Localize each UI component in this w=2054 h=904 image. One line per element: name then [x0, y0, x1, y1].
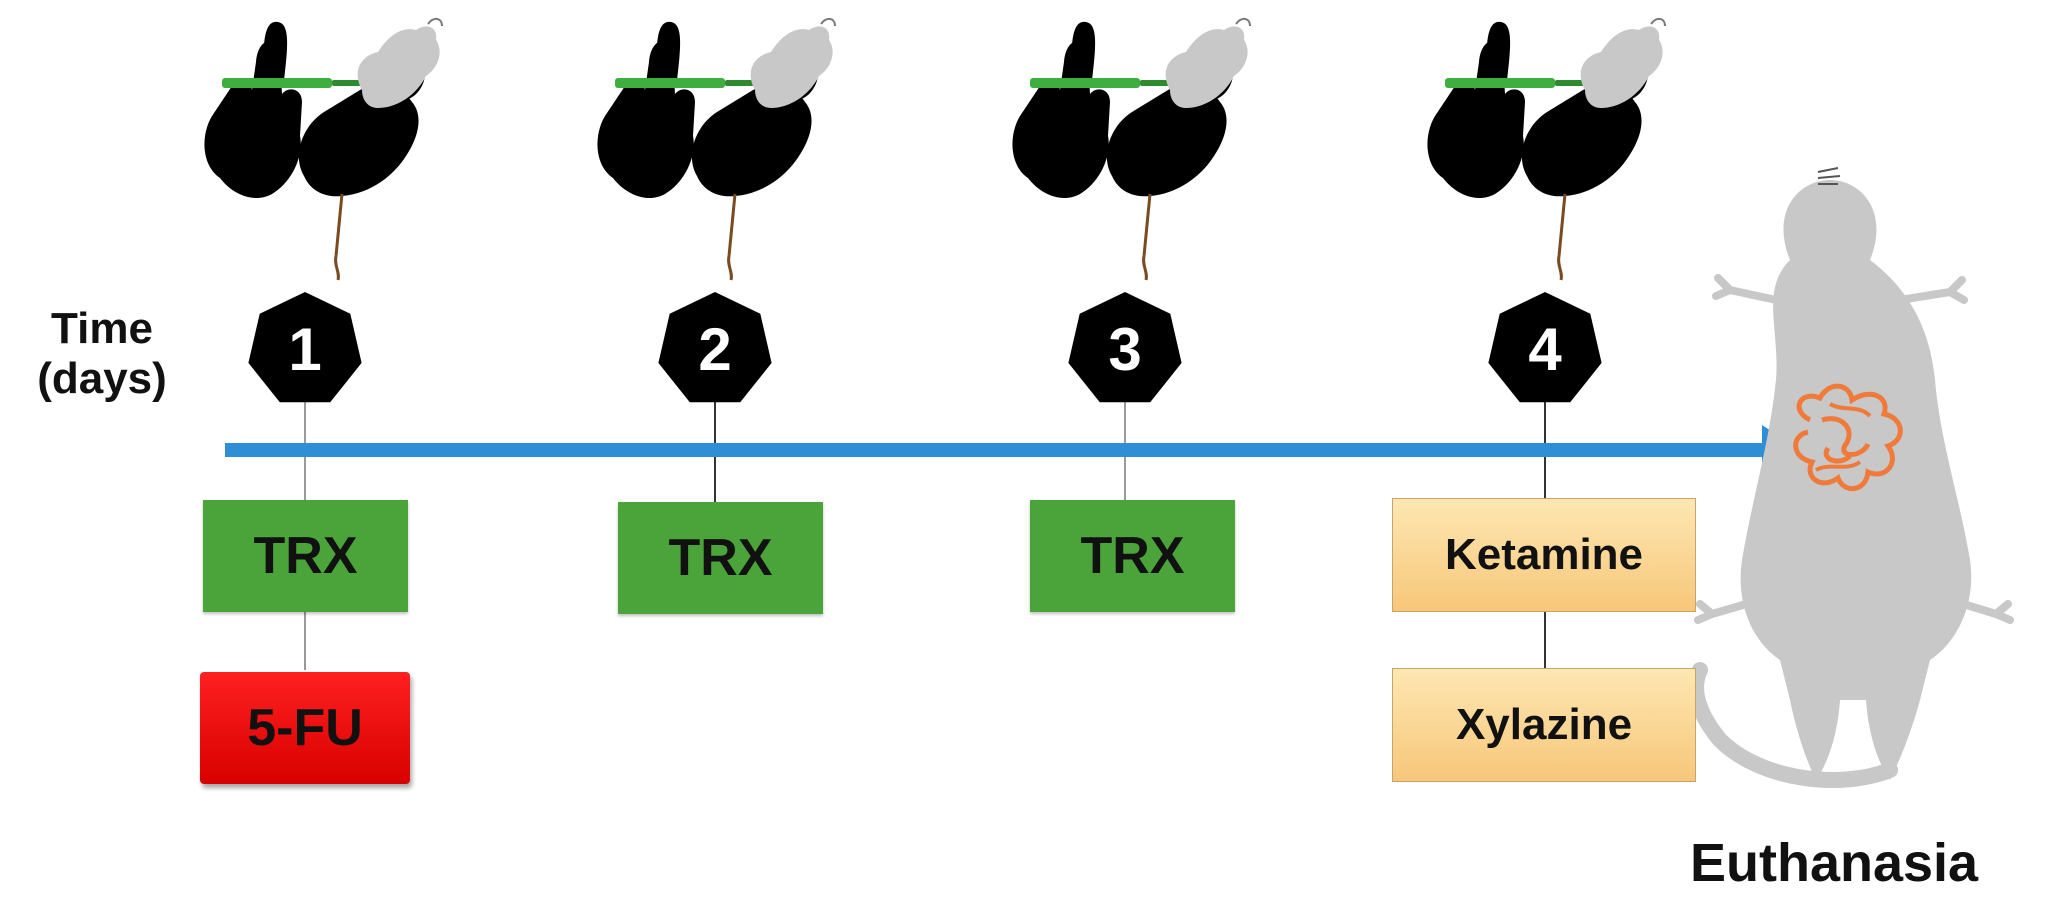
day-number-3: 3	[1108, 316, 1142, 383]
treatment-box-5fu-day-1: 5-FU	[200, 672, 410, 784]
injection-icon-day-1	[202, 17, 444, 282]
treatment-box-ketamine-day-4: Ketamine	[1392, 498, 1696, 612]
injection-icon-day-4	[1425, 17, 1667, 282]
endpoint-label: Euthanasia	[1690, 833, 1979, 893]
day-number-4: 4	[1528, 316, 1562, 383]
treatment-box-xylazine-day-4: Xylazine	[1392, 668, 1696, 782]
mouse-with-intestine-icon	[1688, 167, 2014, 788]
treatment-box-trx-day-1: TRX	[203, 500, 408, 612]
treatment-box-trx-day-2: TRX	[618, 502, 823, 614]
day-number-1: 1	[288, 316, 322, 383]
day-number-2: 2	[698, 316, 732, 383]
time-axis-label: Time (days)	[22, 304, 182, 404]
injection-icon-day-3	[1010, 17, 1252, 282]
injection-icon-day-2	[595, 17, 837, 282]
treatment-box-trx-day-3: TRX	[1030, 500, 1235, 612]
time-axis-label-text: Time (days)	[37, 304, 167, 403]
